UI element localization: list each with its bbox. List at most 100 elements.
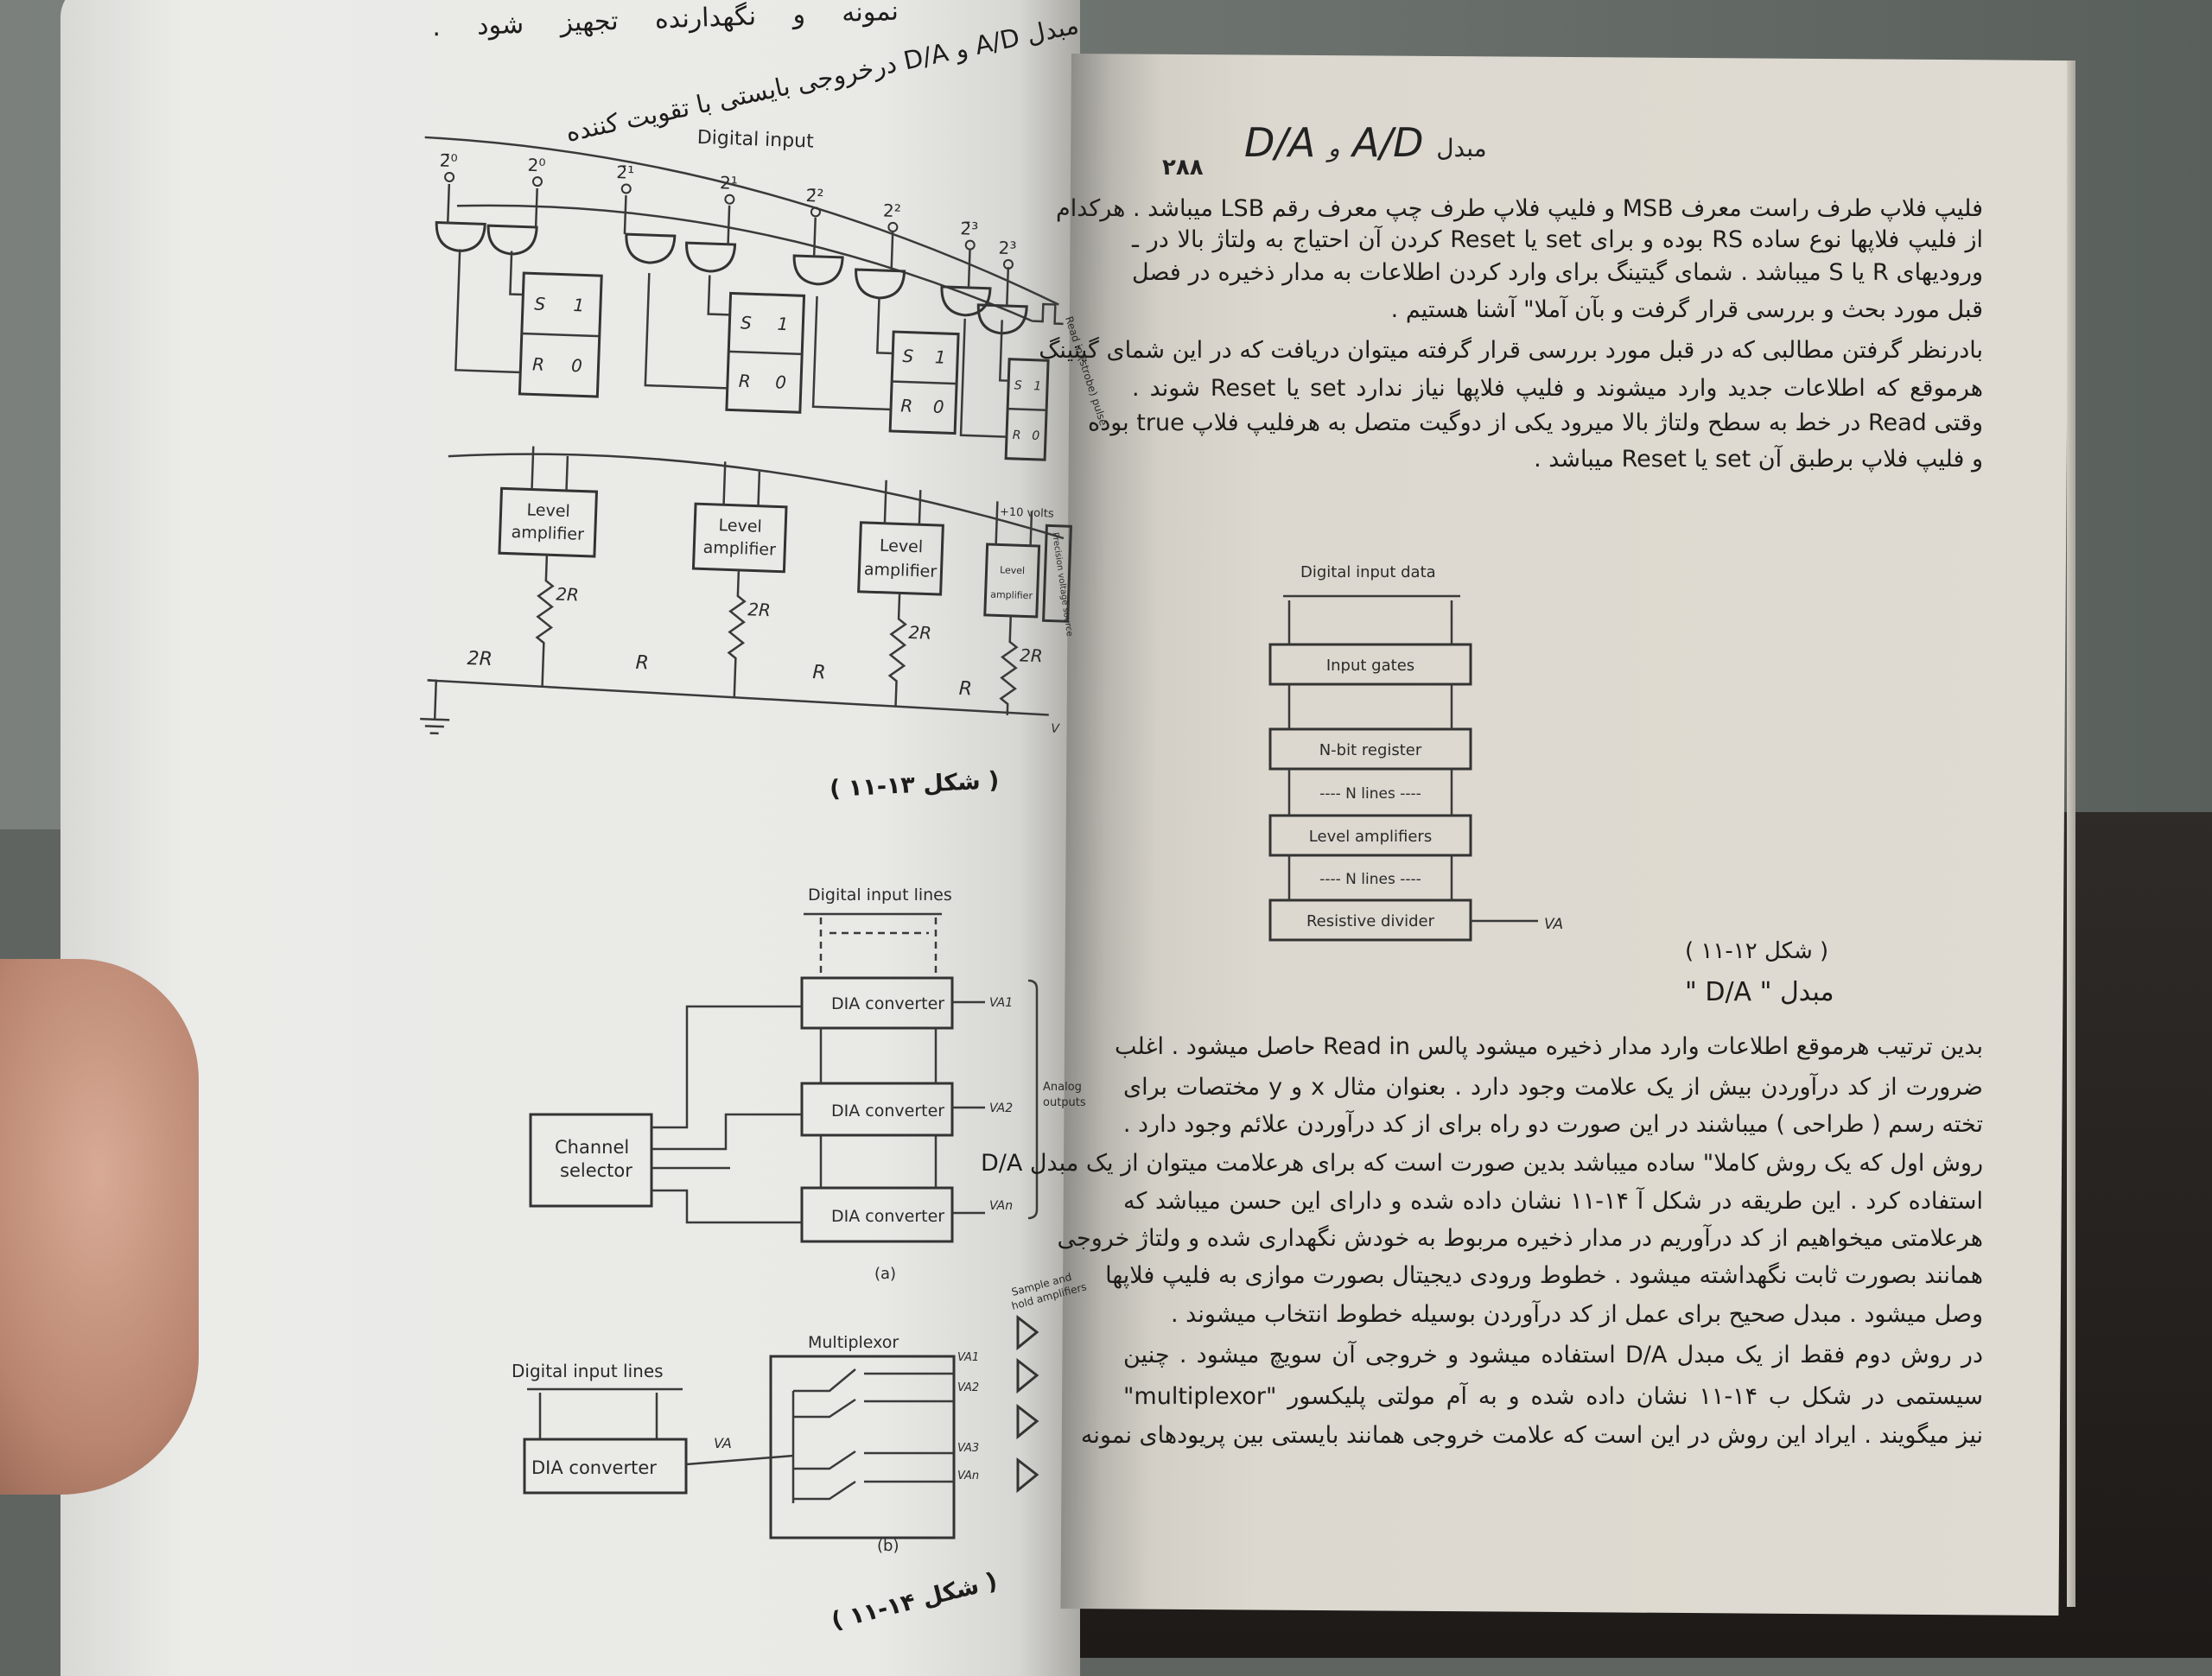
- flip-flop-pin: R: [900, 395, 913, 416]
- text-line: بادرنظر گرفتن مطالبی که در قبل مورد بررس…: [1039, 337, 1983, 364]
- text-line: نیز میگویند . ایراد این روش در این است ک…: [1080, 1422, 1983, 1449]
- wire: [959, 318, 1009, 438]
- n-lines-label: ---- N lines ----: [1319, 785, 1421, 803]
- resistor-label: 2R: [556, 584, 579, 606]
- text-line: قبل مورد بحث و بررسی قرار گرفت و بآن آمل…: [1390, 296, 1983, 323]
- page-edges: [2067, 60, 2075, 1607]
- flip-flop-pin: 1: [934, 346, 946, 367]
- resistor-label: 2R: [908, 622, 931, 644]
- flip-flop-pin: 0: [775, 371, 787, 392]
- text-line: در روش دوم فقط از یک مبدل D/A استفاده می…: [1123, 1342, 1983, 1368]
- multiplexor-box: [769, 1355, 956, 1540]
- flip-flop-pin: S: [741, 312, 753, 333]
- input-brace: [424, 136, 1059, 306]
- output-van: VAn: [989, 1199, 1013, 1213]
- block-label: Resistive divider: [1306, 912, 1435, 930]
- wire: [534, 187, 538, 228]
- converter-label: DIA converter: [831, 994, 944, 1013]
- block-box: [1268, 643, 1472, 686]
- wire: [1006, 267, 1010, 307]
- mux-output: VA2: [957, 1381, 979, 1394]
- flip-flop-pin: S: [534, 293, 546, 314]
- level-amplifier-label: Level: [880, 536, 924, 557]
- text-line: همانند بصورت ثابت نگهداشته میشود . خطوط …: [1105, 1262, 1983, 1289]
- input-label: 2̄⁰: [439, 150, 458, 172]
- flip-flop-pin: 1: [573, 295, 585, 315]
- input-lines: [527, 1387, 683, 1439]
- figure-12-title: Digital input data: [1300, 563, 1436, 581]
- flip-flop-pin: R: [1013, 429, 1021, 442]
- wire: [531, 446, 569, 491]
- output-v-label: V: [1051, 722, 1061, 736]
- precision-voltage-source: [1042, 524, 1072, 623]
- outputs-brace: [1027, 979, 1039, 1220]
- mux-output: VAn: [957, 1470, 979, 1482]
- va-label: VA: [714, 1435, 732, 1451]
- input-label: 2¹: [720, 172, 739, 194]
- flip-flop-pin: 1: [1033, 379, 1041, 393]
- ladder-r-label: R: [635, 652, 649, 675]
- wire: [722, 461, 761, 506]
- text-line: بدین ترتیب هرموقع اطلاعات وارد مدار ذخیر…: [1114, 1033, 1983, 1060]
- figure-14b-label: (b): [877, 1537, 899, 1555]
- channel-selector-box: [529, 1113, 653, 1208]
- text-line: فلیپ فلاپ طرف راست معرف MSB و فلیپ فلاپ …: [1056, 195, 1983, 222]
- selector-wires: [652, 1005, 802, 1224]
- figure-14a-label: (a): [874, 1265, 896, 1283]
- figure-14b: Sample and hold amplifiers Multiplexor D…: [512, 1271, 1088, 1555]
- analog-outputs-label: outputs: [1043, 1096, 1086, 1109]
- and-gate-icon: [792, 254, 844, 286]
- read-pulse-line: [456, 204, 1033, 322]
- converter-b-label: DIA converter: [531, 1457, 657, 1478]
- text-line: وقتی Read در خط به سطح ولتاژ بالا میرود …: [1088, 409, 1983, 436]
- dia-converter-b-box: [523, 1438, 688, 1495]
- flip-flop-pin: S: [902, 346, 914, 366]
- and-gate-icon: [685, 241, 737, 273]
- resistor-2r: [999, 615, 1019, 715]
- wire: [995, 501, 1033, 546]
- resistor-2r: [727, 569, 747, 697]
- input-terminal: [724, 194, 735, 205]
- ground-icon: [420, 679, 450, 735]
- n-lines-label: ---- N lines ----: [1319, 871, 1421, 888]
- input-label: 2⁰: [527, 155, 546, 176]
- header-word: مبدل: [1436, 134, 1487, 162]
- ladder-r-label: R: [958, 678, 972, 701]
- wire: [811, 295, 893, 411]
- input-lines: [819, 917, 938, 976]
- wire: [727, 205, 731, 244]
- flip-flop-pin: 0: [1032, 429, 1040, 443]
- flip-flop-pin: 1: [777, 314, 789, 334]
- and-gate-icon: [940, 285, 992, 317]
- input-label: 2̄²: [805, 185, 824, 206]
- thumb: [0, 959, 199, 1495]
- left-page: [60, 0, 1080, 1676]
- text-line: هرعلامتی میخواهیم از کد درآوریم در مدار …: [1057, 1225, 1983, 1252]
- sample-hold-amplifiers: [1016, 1314, 1039, 1494]
- header-ad: A/D: [1352, 119, 1424, 166]
- ladder-line: [427, 679, 1049, 716]
- level-amplifier-label: Level: [526, 500, 570, 521]
- text-line: و فلیپ فلاپ برطبق آن set یا Reset میباشد…: [1534, 446, 1983, 473]
- wire: [446, 183, 451, 223]
- wire: [890, 232, 894, 271]
- text-line: سیستمی در شکل ب ۱۴-۱۱ نشان داده شده و به…: [1123, 1383, 1983, 1410]
- and-gate-icon: [625, 232, 677, 264]
- text-line: هرموقع که اطلاعات جدید وارد میشوند و فلی…: [1132, 375, 1984, 402]
- block-label: N-bit register: [1319, 741, 1422, 759]
- resistor-label: 2R: [747, 599, 771, 620]
- text-line: از فلیپ فلاپها نوع ساده RS بوده و برای s…: [1132, 226, 1983, 253]
- plus-10-volts-label: +10 volts: [1000, 505, 1054, 520]
- input-label: 2̄³: [960, 218, 979, 239]
- wire: [812, 217, 817, 257]
- block-label: Input gates: [1326, 657, 1414, 675]
- text-line: تخته رسم ( طراحی ) میباشند در این صورت د…: [1122, 1111, 1983, 1138]
- converter-label: DIA converter: [831, 1101, 944, 1121]
- flip-flop-pin: S: [1014, 378, 1023, 392]
